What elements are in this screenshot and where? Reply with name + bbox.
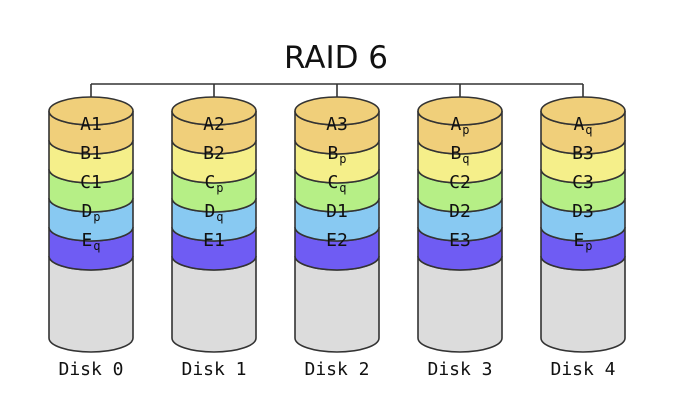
- disk-0-block-0-main-label: A1: [80, 114, 102, 135]
- disk-4-block-4-sub-label: p: [585, 239, 592, 253]
- disk-2-block-1-main-label: B: [327, 143, 338, 164]
- disk-4-block-4-main-label: E: [573, 230, 584, 251]
- disk-3-block-label: Ap: [450, 114, 469, 137]
- disk-2-block-label: Bp: [327, 143, 346, 166]
- disk-0-block-4-sub-label: q: [93, 239, 100, 253]
- disk-2-block-label: D1: [326, 201, 348, 222]
- disk-1-block-3-sub-label: q: [216, 210, 223, 224]
- disk-3-block-4-main-label: E3: [449, 230, 471, 251]
- disk-3-block-0-sub-label: p: [462, 123, 469, 137]
- disk-0-block-4-main-label: E: [81, 230, 92, 251]
- disk-4-block-0-sub-label: q: [585, 123, 592, 137]
- disk-4-block-label: B3: [572, 143, 594, 164]
- disk-0-block-2-main-label: C1: [80, 172, 102, 193]
- disk-0-label: Disk 0: [58, 359, 123, 380]
- disk-4-label: Disk 4: [550, 359, 615, 380]
- disk-3-block-0-main-label: A: [450, 114, 461, 135]
- disk-0-top-cap: [48, 96, 134, 126]
- disk-4-block-0-main-label: A: [573, 114, 584, 135]
- disk-4-block-1-main-label: B3: [572, 143, 594, 164]
- disk-2-block-label: A3: [326, 114, 348, 135]
- disk-3-block-2-main-label: C2: [449, 172, 471, 193]
- disk-2-block-2-sub-label: q: [339, 181, 346, 195]
- disk-4-block-2-main-label: C3: [572, 172, 594, 193]
- disk-4-block-label: C3: [572, 172, 594, 193]
- disk-1-block-3-main-label: D: [204, 201, 215, 222]
- disk-0-block-label: Eq: [81, 230, 100, 253]
- disk-4-block-label: Aq: [573, 114, 592, 137]
- diagram-title: RAID 6: [284, 40, 388, 76]
- disk-2-block-1-sub-label: p: [339, 152, 346, 166]
- disk-1-block-label: Dq: [204, 201, 223, 224]
- disk-3-block-3-main-label: D2: [449, 201, 471, 222]
- disk-0-block-1-main-label: B1: [80, 143, 102, 164]
- disk-1-block-2-sub-label: p: [216, 181, 223, 195]
- disk-2-block-2-main-label: C: [327, 172, 338, 193]
- disk-4-block-label: D3: [572, 201, 594, 222]
- disk-4-block-3-main-label: D3: [572, 201, 594, 222]
- disk-3-block-1-sub-label: q: [462, 152, 469, 166]
- disk-4-block-label: Ep: [573, 230, 592, 253]
- disk-4-top-cap: [540, 96, 626, 126]
- disk-3-block-label: C2: [449, 172, 471, 193]
- disk-1-block-2-main-label: C: [204, 172, 215, 193]
- disk-0-block-label: Dp: [81, 201, 100, 224]
- disk-2-block-0-main-label: A3: [326, 114, 348, 135]
- disk-1-block-label: A2: [203, 114, 225, 135]
- disk-3-top-cap: [417, 96, 503, 126]
- disk-1-block-label: B2: [203, 143, 225, 164]
- connector-lines: [90, 83, 584, 99]
- disk-1-block-label: E1: [203, 230, 225, 251]
- disk-3-block-label: D2: [449, 201, 471, 222]
- disk-1-block-4-main-label: E1: [203, 230, 225, 251]
- disk-0-block-3-sub-label: p: [93, 210, 100, 224]
- disk-1-block-label: Cp: [204, 172, 223, 195]
- disk-2-block-label: Cq: [327, 172, 346, 195]
- disk-2-top-cap: [294, 96, 380, 126]
- disk-1-label: Disk 1: [181, 359, 246, 380]
- disk-3-block-label: Bq: [450, 143, 469, 166]
- disk-2-label: Disk 2: [304, 359, 369, 380]
- disk-1-block-1-main-label: B2: [203, 143, 225, 164]
- disk-2-block-4-main-label: E2: [326, 230, 348, 251]
- disk-2-block-label: E2: [326, 230, 348, 251]
- disk-0-block-label: B1: [80, 143, 102, 164]
- disk-0-block-label: A1: [80, 114, 102, 135]
- disk-3-block-1-main-label: B: [450, 143, 461, 164]
- disk-3-label: Disk 3: [427, 359, 492, 380]
- disk-0-block-3-main-label: D: [81, 201, 92, 222]
- disk-2-block-3-main-label: D1: [326, 201, 348, 222]
- disk-3-block-label: E3: [449, 230, 471, 251]
- disk-0-block-label: C1: [80, 172, 102, 193]
- disk-1-top-cap: [171, 96, 257, 126]
- disk-1-block-0-main-label: A2: [203, 114, 225, 135]
